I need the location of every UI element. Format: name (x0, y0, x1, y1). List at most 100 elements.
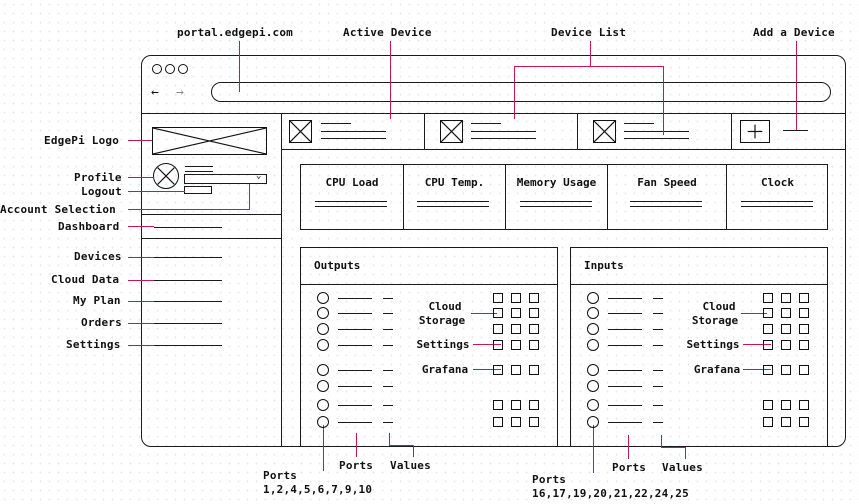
annotation-profile: Profile (74, 171, 122, 184)
nav-settings[interactable] (154, 345, 222, 347)
outputs-integration-checkbox[interactable] (529, 400, 539, 410)
inputs-integration-checkbox[interactable] (781, 340, 791, 350)
outputs-port-toggle[interactable] (317, 364, 329, 376)
outputs-integration-checkbox[interactable] (511, 293, 521, 303)
account-select[interactable] (184, 174, 267, 184)
inputs-integration-checkbox[interactable] (763, 340, 773, 350)
window-dot-2[interactable] (165, 64, 175, 74)
metrics-row (300, 164, 828, 230)
device-tab-3-placeholder-image-icon (593, 120, 616, 143)
outputs-integration-checkbox[interactable] (511, 308, 521, 318)
inputs-port-toggle[interactable] (587, 416, 599, 428)
outputs-port-value (383, 386, 393, 388)
inputs-integration-checkbox[interactable] (799, 400, 809, 410)
outputs-integration-checkbox[interactable] (493, 365, 503, 375)
inputs-integration-checkbox[interactable] (799, 324, 809, 334)
annotation-device-list: Device List (551, 26, 627, 39)
metric-cpu-temp-value-1 (417, 201, 489, 203)
device-tab-2[interactable] (425, 114, 577, 149)
inputs-integration-checkbox[interactable] (781, 293, 791, 303)
nav-my-plan[interactable] (154, 301, 222, 303)
window-dot-1[interactable] (152, 64, 162, 74)
inputs-integration-checkbox[interactable] (799, 293, 809, 303)
outputs-integration-checkbox[interactable] (493, 340, 503, 350)
outputs-settings-label: Settings (416, 338, 470, 351)
outputs-port-toggle[interactable] (317, 399, 329, 411)
outputs-port-toggle[interactable] (317, 339, 329, 351)
outputs-port-toggle[interactable] (317, 380, 329, 392)
outputs-integration-checkbox[interactable] (511, 340, 521, 350)
inputs-integration-checkbox[interactable] (763, 293, 773, 303)
inputs-integration-checkbox[interactable] (781, 365, 791, 375)
sidebar-separator-2 (141, 238, 281, 240)
outputs-integration-checkbox[interactable] (511, 324, 521, 334)
inputs-integration-checkbox[interactable] (763, 400, 773, 410)
device-tab-2-line-2 (471, 131, 536, 133)
inputs-integration-checkbox[interactable] (799, 417, 809, 427)
add-device-button[interactable] (740, 120, 770, 143)
nav-orders[interactable] (154, 323, 222, 325)
inputs-port-toggle[interactable] (587, 323, 599, 335)
back-arrow-icon[interactable]: ← (151, 85, 159, 100)
edgepi-logo[interactable] (152, 127, 267, 155)
outputs-integration-checkbox[interactable] (493, 324, 503, 334)
inputs-integration-checkbox[interactable] (781, 308, 791, 318)
inputs-port-value (653, 405, 663, 407)
logout-button[interactable] (184, 186, 212, 194)
annotation-inputs-ports-short: Ports (612, 461, 647, 474)
inputs-port-toggle[interactable] (587, 292, 599, 304)
outputs-port-value (383, 345, 393, 347)
outputs-integration-checkbox[interactable] (493, 400, 503, 410)
outputs-integration-checkbox[interactable] (529, 308, 539, 318)
inputs-integration-checkbox[interactable] (799, 365, 809, 375)
outputs-integration-checkbox[interactable] (529, 340, 539, 350)
inputs-integration-checkbox[interactable] (799, 308, 809, 318)
outputs-integration-checkbox[interactable] (529, 293, 539, 303)
outputs-port-value (383, 405, 393, 407)
outputs-integration-checkbox[interactable] (511, 400, 521, 410)
nav-devices[interactable] (154, 257, 222, 259)
inputs-integration-checkbox[interactable] (763, 308, 773, 318)
outputs-port-toggle[interactable] (317, 323, 329, 335)
outputs-port-toggle[interactable] (317, 416, 329, 428)
window-dot-3[interactable] (178, 64, 188, 74)
inputs-port-toggle[interactable] (587, 399, 599, 411)
outputs-integration-checkbox[interactable] (529, 324, 539, 334)
inputs-port-toggle[interactable] (587, 364, 599, 376)
address-bar[interactable] (211, 82, 831, 102)
outputs-integration-checkbox[interactable] (529, 365, 539, 375)
annotation-devices: Devices (74, 250, 122, 263)
outputs-integration-checkbox[interactable] (493, 417, 503, 427)
annotation-outputs-ports-list: 1,2,4,5,6,7,9,10 (263, 483, 373, 496)
outputs-integration-checkbox[interactable] (511, 417, 521, 427)
annotation-logout: Logout (81, 185, 122, 198)
sidebar-divider (281, 113, 283, 447)
inputs-integration-checkbox[interactable] (781, 324, 791, 334)
outputs-port-toggle[interactable] (317, 292, 329, 304)
inputs-integration-checkbox[interactable] (799, 340, 809, 350)
outputs-integration-checkbox[interactable] (511, 365, 521, 375)
outputs-port-toggle[interactable] (317, 307, 329, 319)
device-tab-1[interactable] (282, 114, 424, 149)
inputs-port-toggle[interactable] (587, 339, 599, 351)
inputs-integration-checkbox[interactable] (781, 400, 791, 410)
outputs-integration-checkbox[interactable] (529, 417, 539, 427)
annotation-orders: Orders (81, 316, 122, 329)
inputs-integration-checkbox[interactable] (781, 417, 791, 427)
inputs-integration-checkbox[interactable] (763, 365, 773, 375)
avatar-icon[interactable] (153, 163, 179, 189)
outputs-integration-checkbox[interactable] (493, 293, 503, 303)
inputs-integration-checkbox[interactable] (763, 324, 773, 334)
forward-arrow-icon[interactable]: → (176, 85, 184, 100)
inputs-port-toggle[interactable] (587, 307, 599, 319)
inputs-integration-checkbox[interactable] (763, 417, 773, 427)
inputs-port-toggle[interactable] (587, 380, 599, 392)
outputs-port-name (338, 345, 372, 347)
nav-dashboard[interactable] (154, 227, 222, 229)
nav-cloud-data[interactable] (154, 280, 222, 282)
leader-inputs-cloud (741, 313, 767, 315)
outputs-integration-checkbox[interactable] (493, 308, 503, 318)
leader-account-h (128, 209, 250, 211)
outputs-port-name (338, 329, 372, 331)
device-tab-3[interactable] (578, 114, 731, 149)
